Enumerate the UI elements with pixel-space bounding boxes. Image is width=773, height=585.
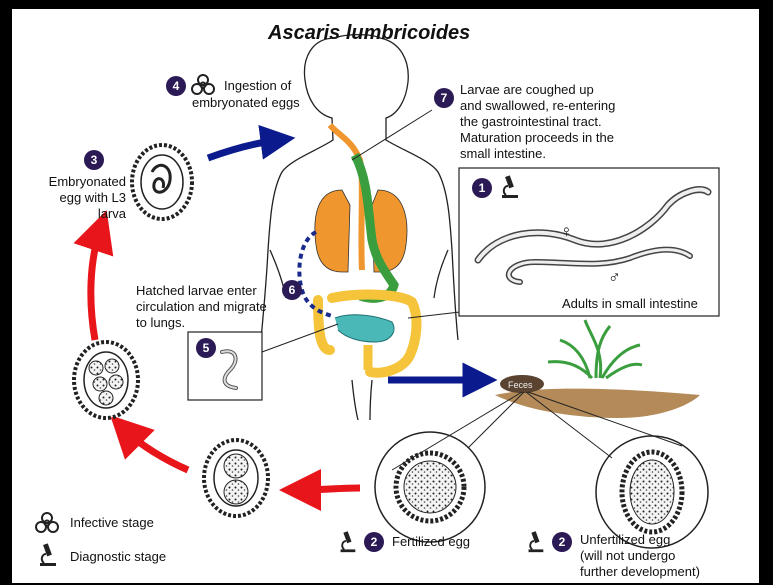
step-3-label-line2: egg with L3 [20, 190, 126, 206]
male-symbol: ♂ [608, 270, 621, 286]
step-7-label-line5: small intestine. [460, 146, 546, 162]
fertilized-egg-label: Fertilized egg [392, 534, 470, 550]
step-6-label-line3: to lungs. [136, 315, 185, 331]
fertilized-egg-image [375, 432, 485, 542]
step-6-badge: 6 [282, 280, 302, 300]
step-1-badge: 1 [472, 178, 492, 198]
step-7-label-line2: and swallowed, re-entering [460, 98, 615, 114]
legend-diagnostic-label: Diagnostic stage [70, 549, 166, 565]
step-6-label-line2: circulation and migrate [136, 299, 267, 315]
unfertilized-egg-label-line2: (will not undergo [580, 548, 675, 564]
intestines [318, 295, 416, 373]
step-7-label-line4: Maturation proceeds in the [460, 130, 614, 146]
microscope-icon [498, 174, 520, 200]
unfertilized-egg-label-line3: further development) [580, 564, 700, 580]
step-3-label-line1: Embryonated [20, 174, 126, 190]
step-3-badge: 3 [84, 150, 104, 170]
soil-and-grass [495, 320, 700, 418]
step-7-label-line3: the gastrointestinal tract. [460, 114, 602, 130]
legend-infective-label: Infective stage [70, 515, 154, 531]
step-5-badge: 5 [196, 338, 216, 358]
egg-two-cell [204, 440, 268, 516]
step-4-badge: 4 [166, 76, 186, 96]
step-4-label-line1: Ingestion of [224, 78, 291, 94]
step-3-label-line3: larva [20, 206, 126, 222]
microscope-icon [524, 530, 546, 554]
step-6-label-line1: Hatched larvae enter [136, 283, 257, 299]
embryonated-egg-l3 [132, 145, 192, 219]
microscope-icon [36, 542, 58, 568]
feces-label: Feces [508, 377, 533, 393]
step-4-label-line2: embryonated eggs [192, 95, 300, 111]
step-7-label-line1: Larvae are coughed up [460, 82, 594, 98]
unfertilized-egg-label-line1: Unfertilized egg [580, 532, 670, 548]
step-7-badge: 7 [434, 88, 454, 108]
diagram-title: Ascaris lumbricoides [268, 22, 470, 45]
step-2-unfertilized-badge: 2 [552, 532, 572, 552]
step-1-label: Adults in small intestine [562, 296, 698, 312]
microscope-icon [336, 530, 358, 554]
female-symbol: ♀ [560, 224, 573, 240]
egg-morula [74, 342, 138, 418]
biohazard-icon [34, 510, 60, 536]
step-2-fertilized-badge: 2 [364, 532, 384, 552]
